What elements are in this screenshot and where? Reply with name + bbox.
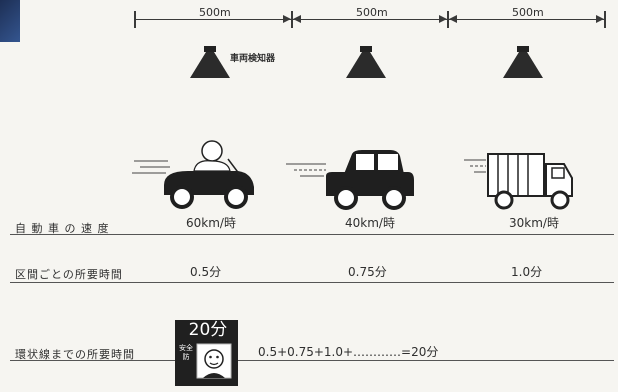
speed-value-2: 40km/時	[345, 216, 395, 230]
vehicle-detector-icon	[503, 46, 543, 78]
total-time-row-label: 環状線までの所要時間	[15, 348, 135, 361]
vehicle-detector-icon	[190, 46, 230, 78]
section-time-value-2: 0.75分	[348, 265, 387, 279]
truck-icon	[464, 153, 573, 210]
distance-label-3: 500m	[510, 6, 546, 19]
time-badge: 20分 安全防	[175, 320, 238, 386]
divider	[10, 360, 175, 361]
divider	[238, 360, 614, 361]
speed-value-3: 30km/時	[509, 216, 559, 230]
section-time-value-1: 0.5分	[190, 265, 222, 279]
vehicle-detector-icon	[346, 46, 386, 78]
distance-label-2: 500m	[354, 6, 390, 19]
divider	[10, 234, 614, 235]
speed-value-1: 60km/時	[186, 216, 236, 230]
distance-label-1: 500m	[197, 6, 233, 19]
section-time-row-label: 区間ごとの所要時間	[15, 268, 123, 281]
section-time-value-3: 1.0分	[511, 265, 543, 279]
corner-graphic	[0, 0, 20, 42]
total-time-formula: 0.5+0.75+1.0+…………=20分	[258, 345, 439, 359]
sedan-car-icon	[286, 150, 414, 210]
driver-face-icon	[196, 343, 232, 379]
speed-row-label: 自 動 車 の 速 度	[15, 222, 110, 235]
divider	[10, 282, 614, 283]
badge-side-text: 安全防	[179, 344, 193, 361]
badge-time: 20分	[188, 320, 228, 340]
detector-label: 車両検知器	[230, 54, 276, 64]
sports-car-icon	[132, 140, 254, 209]
